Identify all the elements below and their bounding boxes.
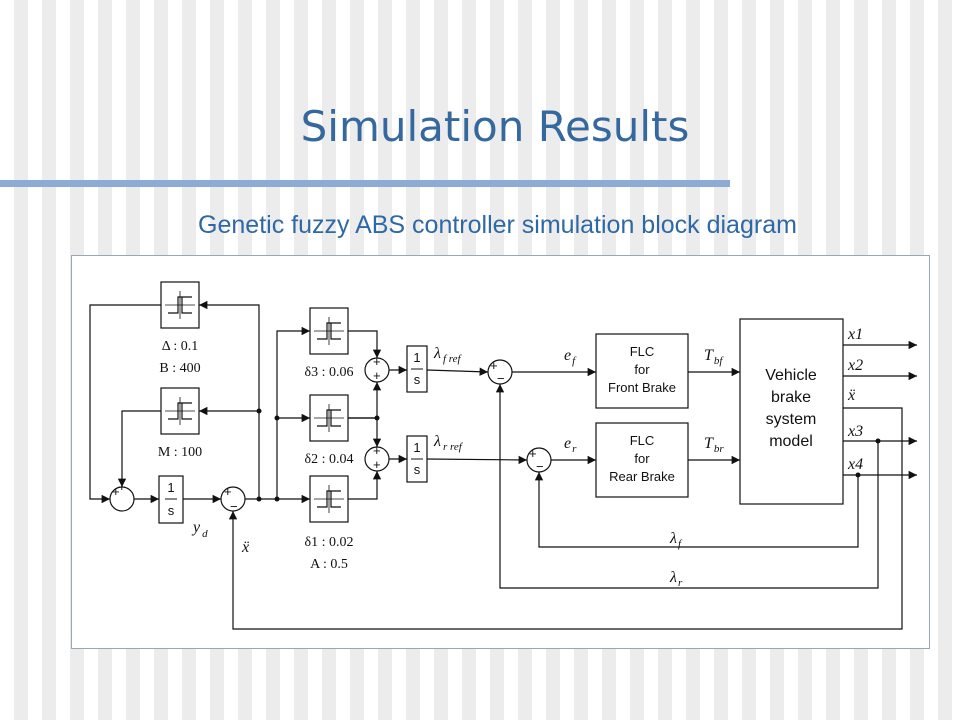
relay-d1-param-2: A : 0.5	[310, 557, 348, 572]
flc-front-line-1: FLC	[630, 344, 655, 359]
relay-symbol-top	[164, 290, 196, 320]
block-diagram: + + + − + + + + + − + − 1 s 1 s 1 s Δ : …	[71, 255, 930, 649]
flc-rear-line-1: FLC	[630, 433, 655, 448]
relay-symbol-mid	[164, 396, 196, 426]
sum2-plus: +	[224, 484, 232, 499]
flc-front-line-2: for	[634, 362, 650, 377]
integrator-block-2	[406, 345, 428, 393]
vehicle-model-line-1: Vehicle	[765, 367, 817, 384]
torque-br: Tbr	[704, 435, 724, 455]
int3-num: 1	[413, 440, 420, 455]
relay-d3-param: δ3 : 0.06	[305, 365, 354, 380]
slide-title: Simulation Results	[300, 102, 690, 151]
flc-front-block	[595, 333, 689, 409]
sum4-plus-b: +	[373, 457, 381, 472]
vehicle-model-line-2: brake	[771, 389, 811, 406]
lambda-r-feedback: λr	[669, 569, 683, 589]
relay-d1-param-1: δ1 : 0.02	[305, 535, 354, 550]
sum5-plus: +	[490, 358, 498, 373]
flc-front-line-3: Front Brake	[608, 380, 676, 395]
lambda-f-feedback: λf	[669, 530, 683, 550]
relay-top-param-1: Δ : 0.1	[162, 339, 199, 354]
vehicle-model-line-4: model	[769, 433, 813, 450]
output-x3: x3	[847, 423, 863, 440]
title-underline	[0, 180, 730, 187]
int2-num: 1	[413, 350, 420, 365]
relay-mid-param-1: M : 100	[158, 445, 202, 460]
block-diagram-svg: + + + − + + + + + − + − 1 s 1 s 1 s Δ : …	[89, 281, 917, 630]
sum1-plus-b: +	[118, 479, 126, 494]
int3-den: s	[414, 462, 421, 477]
relay-top-param-2: B : 400	[159, 361, 200, 376]
sum5-minus: −	[497, 371, 505, 386]
sum3-plus-b: +	[373, 368, 381, 383]
relay-symbol-d1	[313, 484, 345, 514]
flc-rear-line-2: for	[634, 451, 650, 466]
sum2-minus: −	[230, 499, 238, 514]
relay-d2-param: δ2 : 0.04	[305, 452, 354, 467]
sum1-plus-a: +	[112, 484, 120, 499]
output-x2: x2	[847, 357, 863, 374]
int1-den: s	[168, 503, 175, 518]
sum4-plus-a: +	[373, 443, 381, 458]
sum3-plus-a: +	[373, 354, 381, 369]
flc-rear-line-3: Rear Brake	[609, 469, 675, 484]
sum6-minus: −	[536, 459, 544, 474]
relay-symbol-d2	[313, 403, 345, 433]
slide-subtitle: Genetic fuzzy ABS controller simulation …	[198, 211, 797, 239]
error-r: er	[564, 435, 577, 455]
int1-num: 1	[167, 480, 174, 495]
relay-symbol-d3	[313, 316, 345, 346]
vehicle-model-line-3: system	[766, 411, 817, 428]
output-x1: x1	[847, 326, 863, 343]
vehicle-model-block	[739, 318, 844, 505]
int2-den: s	[414, 372, 421, 387]
output-xdd: ẍ	[847, 387, 856, 404]
signal-xdd-left: ẍ	[241, 539, 250, 556]
sum6-plus: +	[529, 446, 537, 461]
torque-bf: Tbf	[704, 347, 724, 367]
output-x4: x4	[847, 456, 863, 473]
error-f: ef	[564, 347, 577, 367]
